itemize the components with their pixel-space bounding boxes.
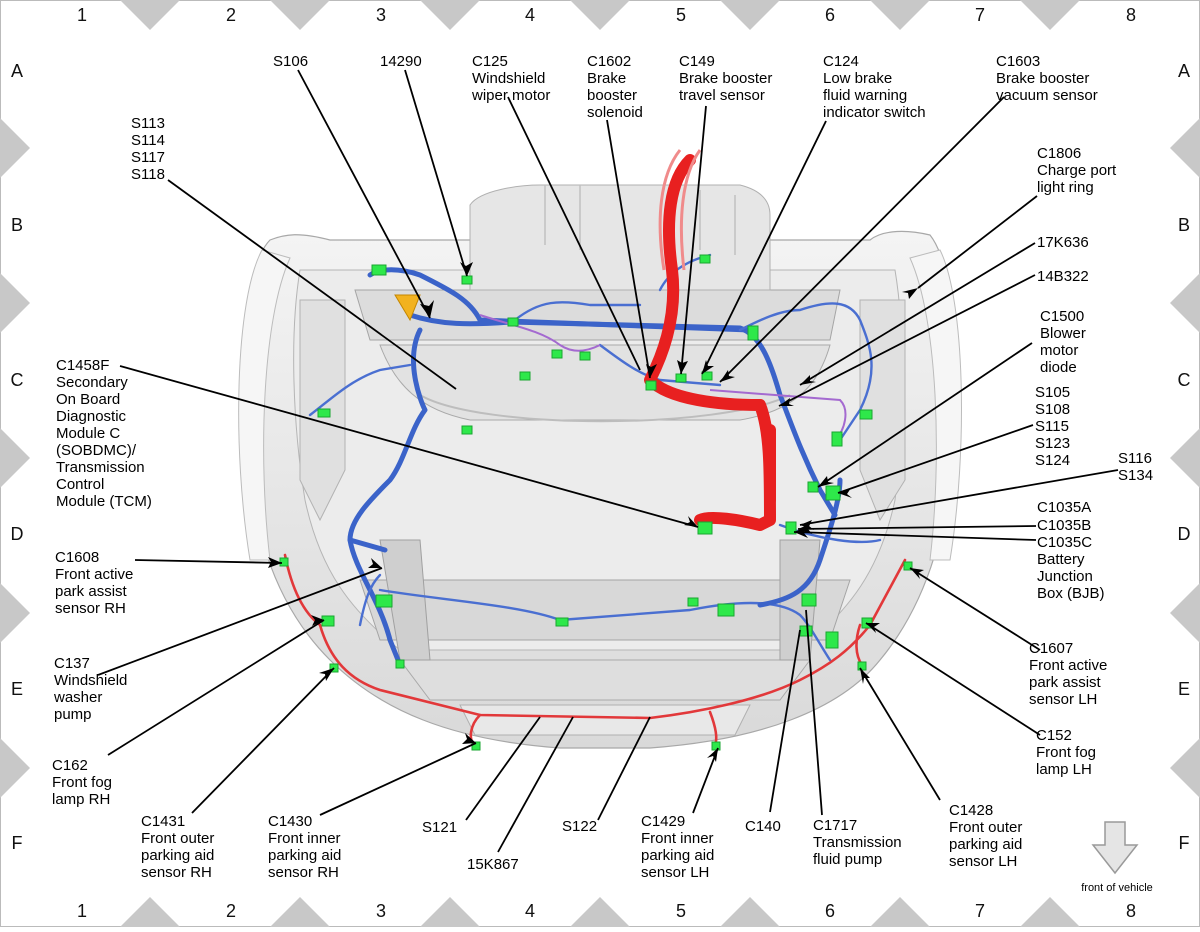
grid-row-b-left: B (11, 215, 23, 235)
label-s121: S121 (422, 819, 457, 836)
label-s105-group: S105 S108 S115 S123 S124 (1035, 384, 1074, 469)
grid-col-5-top: 5 (676, 5, 686, 25)
grid-row-c-left: C (11, 370, 24, 390)
harness-red (283, 149, 907, 747)
grid-col-3-top: 3 (376, 5, 386, 25)
label-c1035-group: C1035A C1035B C1035C Battery Junction Bo… (1037, 499, 1105, 602)
grid-col-4-top: 4 (525, 5, 535, 25)
grid-col-6-top: 6 (825, 5, 835, 25)
grid-col-6-bottom: 6 (825, 901, 835, 921)
vehicle-front-end (238, 184, 962, 749)
grid-col-2-top: 2 (226, 5, 236, 25)
label-c152: C152 Front fog lamp LH (1036, 727, 1100, 778)
label-s106: S106 (273, 53, 308, 70)
grid-row-f-left: F (12, 833, 23, 853)
grid-col-1-top: 1 (77, 5, 87, 25)
label-c149: C149 Brake booster travel sensor (679, 53, 777, 104)
label-c124: C124 Low brake fluid warning indicator s… (823, 53, 926, 121)
grid-col-3-bottom: 3 (376, 901, 386, 921)
label-s113-group: S113 S114 S117 S118 (131, 115, 169, 183)
label-c1428: C1428 Front outer parking aid sensor LH (949, 802, 1027, 870)
label-c1429: C1429 Front inner parking aid sensor LH (641, 813, 719, 881)
label-s122: S122 (562, 818, 597, 835)
grid-row-c-right: C (1178, 370, 1191, 390)
connectors (279, 254, 913, 751)
grid-row-d-right: D (1178, 524, 1191, 544)
grid-col-7-top: 7 (975, 5, 985, 25)
label-c137: C137 Windshield washer pump (53, 655, 132, 723)
callout-labels: S106 14290 C125 Windshield wiper motor C… (52, 53, 1156, 881)
washer-reservoir-cap (394, 294, 421, 322)
label-17k636: 17K636 (1037, 234, 1089, 251)
arrow-down-icon (1091, 821, 1139, 875)
grid-row-b-right: B (1178, 215, 1190, 235)
label-14b322: 14B322 (1037, 268, 1089, 285)
grid-col-4-bottom: 4 (525, 901, 535, 921)
grid-row-a-right: A (1178, 61, 1190, 81)
label-c125: C125 Windshield wiper motor (471, 53, 550, 104)
grid-col-1-bottom: 1 (77, 901, 87, 921)
front-of-vehicle-label: front of vehicle (1081, 882, 1153, 894)
label-c1608: C1608 Front active park assist sensor RH (55, 549, 138, 617)
front-of-vehicle-indicator: front of vehicle (1081, 821, 1153, 894)
grid-row-a-left: A (11, 61, 23, 81)
grid-row-e-right: E (1178, 679, 1190, 699)
label-c1603: C1603 Brake booster vacuum sensor (996, 53, 1098, 104)
label-14290: 14290 (380, 53, 422, 70)
grid-col-2-bottom: 2 (226, 901, 236, 921)
grid-col-8-top: 8 (1126, 5, 1136, 25)
label-c140: C140 (745, 818, 781, 835)
label-c1602: C1602 Brake booster solenoid (587, 53, 643, 121)
label-15k867: 15K867 (467, 856, 519, 873)
label-c1430: C1430 Front inner parking aid sensor RH (268, 813, 346, 881)
label-c1717: C1717 Transmission fluid pump (813, 817, 906, 868)
label-c1458f: C1458F Secondary On Board Diagnostic Mod… (56, 357, 152, 510)
label-c1500: C1500 Blower motor diode (1040, 308, 1090, 376)
label-c162: C162 Front fog lamp RH (52, 757, 116, 808)
grid-row-d-left: D (11, 524, 24, 544)
grid-row-f-right: F (1179, 833, 1190, 853)
label-c1607: C1607 Front active park assist sensor LH (1029, 640, 1112, 708)
grid-col-7-bottom: 7 (975, 901, 985, 921)
label-c1431: C1431 Front outer parking aid sensor RH (141, 813, 219, 881)
leader-lines (97, 69, 1119, 853)
grid-row-e-left: E (11, 679, 23, 699)
grid-col-8-bottom: 8 (1126, 901, 1136, 921)
grid-col-5-bottom: 5 (676, 901, 686, 921)
label-c1806: C1806 Charge port light ring (1037, 145, 1120, 196)
label-s116-group: S116 S134 (1118, 450, 1156, 484)
